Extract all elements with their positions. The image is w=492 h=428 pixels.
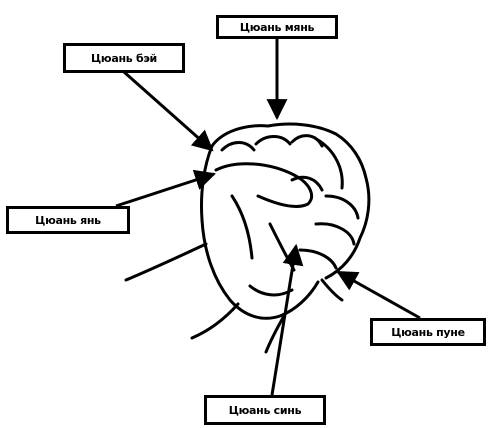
label-top: Цюань мянь [216,15,338,39]
arrow-upper-left [124,72,212,150]
fist-drawing [126,124,369,352]
arrow-right [338,272,420,318]
arrow-bottom [272,246,296,395]
label-bottom: Цюань синь [204,395,326,425]
label-left: Цюань янь [6,206,130,234]
label-upper-left: Цюань бэй [63,43,185,73]
label-right: Цюань пуне [370,318,486,346]
arrow-left [116,174,214,206]
